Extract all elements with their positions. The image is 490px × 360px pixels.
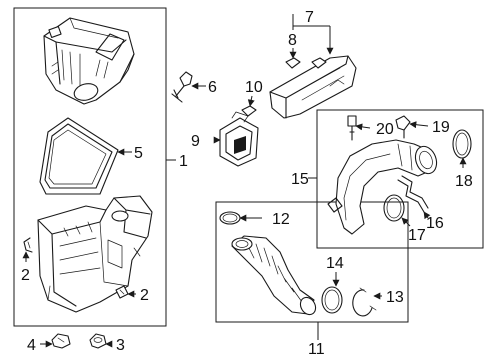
- callout-labels: 1 2 2 3 4 5 6 7 8 9 10 11 12 13 14 15 16…: [21, 9, 473, 358]
- group-box-outlet-duct: [316, 109, 484, 249]
- callout-12: 12: [272, 211, 290, 228]
- callout-13: 13: [386, 289, 404, 306]
- callout-3: 3: [116, 337, 125, 354]
- clip-upper: [23, 237, 33, 253]
- callout-14: 14: [326, 255, 344, 272]
- bolt: [89, 333, 107, 349]
- callout-9: 9: [191, 133, 200, 150]
- resonator-clip: [285, 57, 301, 69]
- callout-2-upper: 2: [21, 267, 30, 284]
- adapter-housing: [219, 111, 259, 167]
- callout-19: 19: [432, 119, 450, 136]
- callout-4: 4: [27, 337, 36, 354]
- group-box-air-cleaner: [13, 7, 167, 327]
- callout-18: 18: [455, 173, 473, 190]
- hose-clamp-lower: [352, 287, 377, 317]
- callout-8: 8: [288, 32, 297, 49]
- seal-ring: [383, 194, 405, 222]
- o-ring: [452, 129, 472, 159]
- ring: [321, 286, 343, 314]
- callout-1: 1: [179, 153, 188, 170]
- callout-6: 6: [208, 79, 217, 96]
- resonator: [269, 55, 357, 119]
- callout-10: 10: [245, 79, 263, 96]
- outlet-duct: [327, 139, 438, 235]
- callout-5: 5: [134, 145, 143, 162]
- inlet-hose: [231, 235, 317, 316]
- nut-clip: [51, 333, 71, 349]
- leader-lines: [22, 14, 467, 348]
- callout-20: 20: [376, 121, 394, 138]
- adapter-seal: [241, 105, 257, 117]
- lower-air-box: [37, 195, 153, 313]
- temperature-sensor: [347, 115, 357, 141]
- callout-7: 7: [305, 9, 314, 26]
- callout-17: 17: [408, 227, 426, 244]
- group-box-inlet-hose: [215, 201, 409, 323]
- hose-clamp-upper: [219, 211, 241, 225]
- callout-16: 16: [426, 215, 444, 232]
- push-pin: [171, 71, 193, 103]
- connector-fitting: [395, 115, 411, 139]
- bracket: [397, 175, 429, 213]
- callout-2-lower: 2: [140, 287, 149, 304]
- grommet-lower: [115, 285, 129, 299]
- callout-15: 15: [291, 171, 309, 188]
- upper-air-box-cover: [43, 17, 135, 105]
- callout-11: 11: [308, 341, 325, 358]
- air-filter-element: [39, 117, 119, 195]
